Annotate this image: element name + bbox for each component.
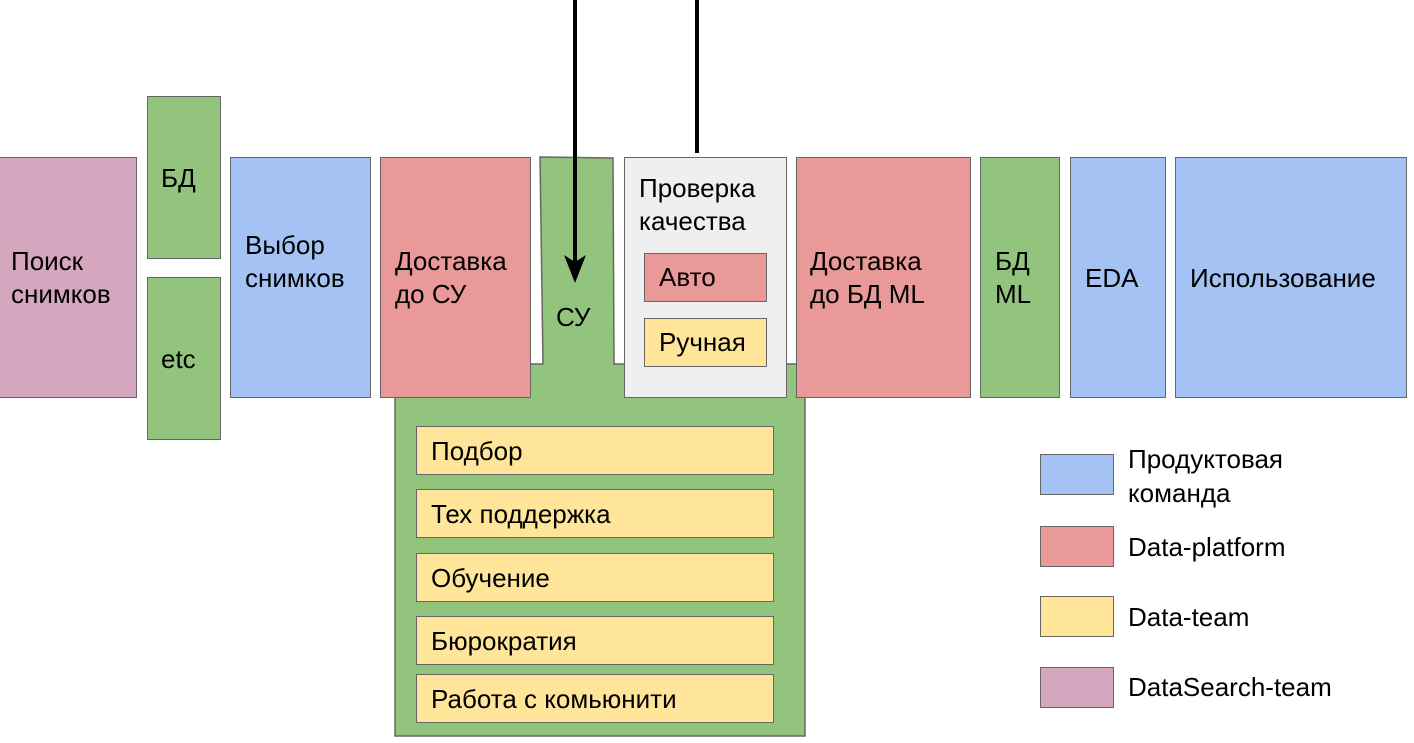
delivery-su-label: Доставка до СУ (395, 246, 507, 309)
quality-check-label: Проверка качества (639, 173, 756, 236)
usage-label: Использование (1190, 263, 1376, 293)
su-task-label: Обучение (431, 563, 550, 593)
manual-check-box (644, 318, 767, 367)
legend-swatch-data-platform (1040, 526, 1114, 567)
eda-box (1070, 157, 1166, 398)
search-box (0, 157, 137, 398)
legend-swatch-data-team (1040, 596, 1114, 637)
delivery-su-box (380, 157, 531, 398)
su-task (416, 426, 774, 475)
delivery-ml-box (796, 157, 971, 398)
su-task-label: Тех поддержка (431, 499, 611, 529)
db-ml-box (980, 157, 1060, 398)
etc-box (147, 277, 221, 440)
eda-label: EDA (1085, 263, 1139, 293)
su-task (416, 489, 774, 538)
legend-label-product: Продуктовая команда (1128, 444, 1284, 508)
legend-label-data-team: Data-team (1128, 602, 1250, 632)
arrow-head-icon (564, 255, 586, 283)
su-task-label: Бюрократия (431, 626, 577, 656)
su-task (416, 674, 774, 723)
legend-label-data-platform: Data-platform (1128, 532, 1286, 562)
usage-box (1175, 157, 1407, 398)
legend-label-datasearch: DataSearch-team (1128, 672, 1332, 702)
db-ml-label: БД ML (995, 246, 1032, 309)
su-task-label: Подбор (431, 436, 523, 466)
db-label: БД (161, 163, 196, 193)
auto-check-label: Авто (659, 262, 716, 292)
manual-check-label: Ручная (659, 327, 746, 357)
su-task (416, 553, 774, 602)
su-task-label: Работа с комьюнити (431, 684, 677, 714)
etc-label: etc (161, 344, 196, 374)
su-task (416, 616, 774, 665)
db-box (147, 96, 221, 259)
legend-swatch-datasearch (1040, 667, 1114, 708)
selection-box (230, 157, 371, 398)
auto-check-box (644, 253, 767, 302)
legend-swatch-product (1040, 454, 1114, 495)
su-label: СУ (556, 302, 591, 332)
selection-label: Выбор снимков (245, 230, 345, 293)
search-label: Поиск снимков (11, 246, 111, 309)
delivery-ml-label: Доставка до БД ML (810, 246, 925, 309)
